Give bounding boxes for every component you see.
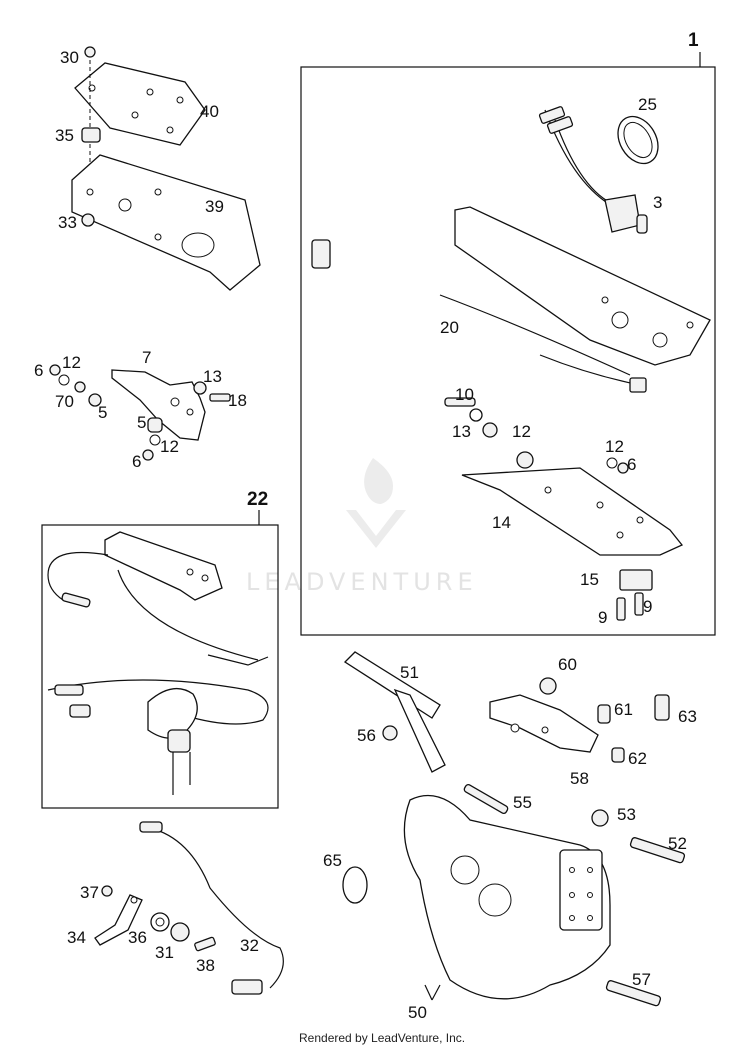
callout-31: 31 — [155, 943, 174, 962]
callout-39: 39 — [205, 197, 224, 216]
callout-25: 25 — [638, 95, 657, 114]
footer-credit: Rendered by LeadVenture, Inc. — [299, 1031, 465, 1045]
callout-55: 55 — [513, 793, 532, 812]
callout-62: 62 — [628, 749, 647, 768]
callout-14: 14 — [492, 513, 511, 532]
callout-13-a: 13 — [203, 367, 222, 386]
callout-32: 32 — [240, 936, 259, 955]
kit-1-frame: 1 — [300, 30, 716, 636]
callout-34: 34 — [67, 928, 86, 947]
callout-12-a: 12 — [62, 353, 81, 372]
callout-5-a: 5 — [98, 403, 107, 422]
kit-1-parts — [311, 106, 711, 393]
callout-35: 35 — [55, 126, 74, 145]
callout-6-a: 6 — [34, 361, 43, 380]
callout-58: 58 — [570, 769, 589, 788]
kit-1-hardware — [444, 397, 684, 621]
callout-12-c: 12 — [512, 422, 531, 441]
callout-70: 70 — [55, 392, 74, 411]
callout-57: 57 — [632, 970, 651, 989]
callout-40: 40 — [200, 102, 219, 121]
callout-61: 61 — [614, 700, 633, 719]
callout-18: 18 — [228, 391, 247, 410]
callout-33: 33 — [58, 213, 77, 232]
mounting-plates — [71, 46, 261, 291]
callout-3: 3 — [653, 193, 662, 212]
kit-22-frame: 22 — [41, 489, 279, 809]
callout-5-b: 5 — [137, 413, 146, 432]
callout-30: 30 — [60, 48, 79, 67]
callout-7: 7 — [142, 348, 151, 367]
callout-63: 63 — [678, 707, 697, 726]
callout-6-c: 6 — [627, 455, 636, 474]
watermark: LEADVENTURE — [246, 458, 478, 596]
callout-9-b: 9 — [643, 597, 652, 616]
kit-22-parts — [47, 531, 269, 795]
callout-12-b: 12 — [160, 437, 179, 456]
callout-37: 37 — [80, 883, 99, 902]
callout-13-b: 13 — [452, 422, 471, 441]
callout-36: 36 — [128, 928, 147, 947]
mount-frame-assembly — [342, 651, 686, 1007]
callout-51: 51 — [400, 663, 419, 682]
lever-assembly — [94, 821, 284, 995]
callout-22: 22 — [247, 489, 268, 510]
watermark-text: LEADVENTURE — [246, 568, 478, 596]
callout-6-b: 6 — [132, 452, 141, 471]
callout-56: 56 — [357, 726, 376, 745]
callout-15: 15 — [580, 570, 599, 589]
callout-20: 20 — [440, 318, 459, 337]
callout-12-d: 12 — [605, 437, 624, 456]
callout-53: 53 — [617, 805, 636, 824]
callout-9-a: 9 — [598, 608, 607, 627]
callout-38: 38 — [196, 956, 215, 975]
callout-65: 65 — [323, 851, 342, 870]
callout-50: 50 — [408, 1003, 427, 1022]
callout-52: 52 — [668, 834, 687, 853]
callout-1: 1 — [688, 30, 699, 51]
callout-10: 10 — [455, 385, 474, 404]
callout-60: 60 — [558, 655, 577, 674]
bracket-7-assembly — [49, 364, 231, 461]
